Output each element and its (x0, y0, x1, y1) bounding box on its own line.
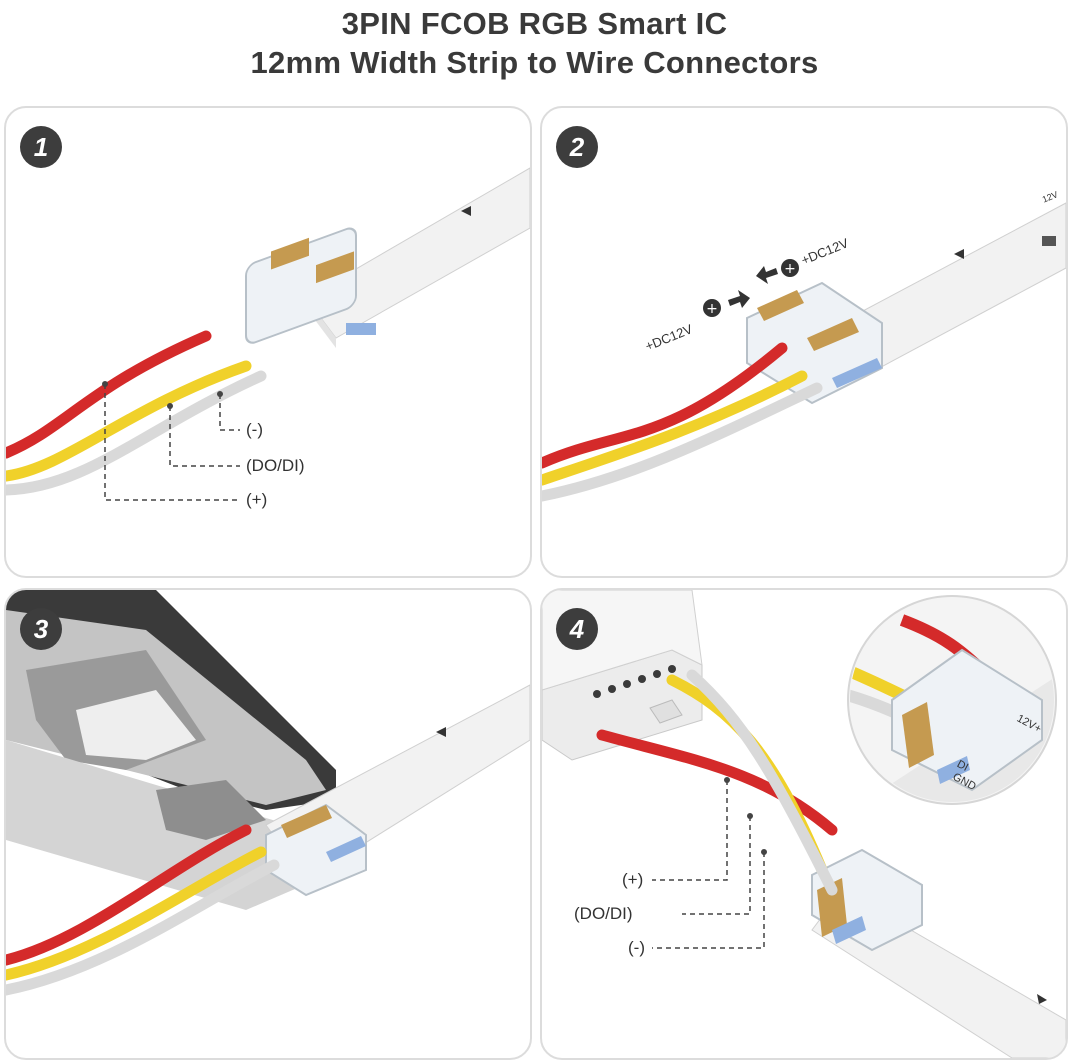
step-1-illustration (6, 167, 530, 501)
svg-text:+: + (784, 261, 796, 277)
label-minus: (-) (246, 420, 263, 439)
label-plus: (+) (246, 490, 268, 509)
svg-text:+: + (706, 301, 718, 317)
step-4-panel: 4 (+) (DO/DI) (-) 12V+ DI GND (540, 588, 1068, 1060)
label-minus: (-) (628, 938, 645, 957)
connector (811, 848, 923, 952)
step-badge: 3 (20, 608, 62, 650)
connector (265, 803, 367, 897)
step-3-panel: 3 (4, 588, 532, 1060)
page-title-line1: 3PIN FCOB RGB Smart IC (341, 6, 728, 41)
step-badge: 4 (556, 608, 598, 650)
connector (746, 281, 883, 405)
page-title-line2: 12mm Width Strip to Wire Connectors (250, 45, 819, 80)
step-1-panel: 1 (-) (DO/DI) (+) (4, 106, 532, 578)
connector (245, 227, 376, 344)
step-2-illustration: + + (542, 202, 1066, 502)
step-3-illustration (6, 590, 530, 996)
label-data: (DO/DI) (574, 904, 633, 923)
label-plus: (+) (622, 870, 644, 889)
step-badge: 1 (20, 126, 62, 168)
step-4-illustration (542, 590, 1066, 1058)
step-badge: 2 (556, 126, 598, 168)
step-2-panel: + + 2 +DC12V +DC12V 12V (540, 106, 1068, 578)
zoom-detail (847, 595, 1057, 805)
label-data: (DO/DI) (246, 456, 305, 475)
